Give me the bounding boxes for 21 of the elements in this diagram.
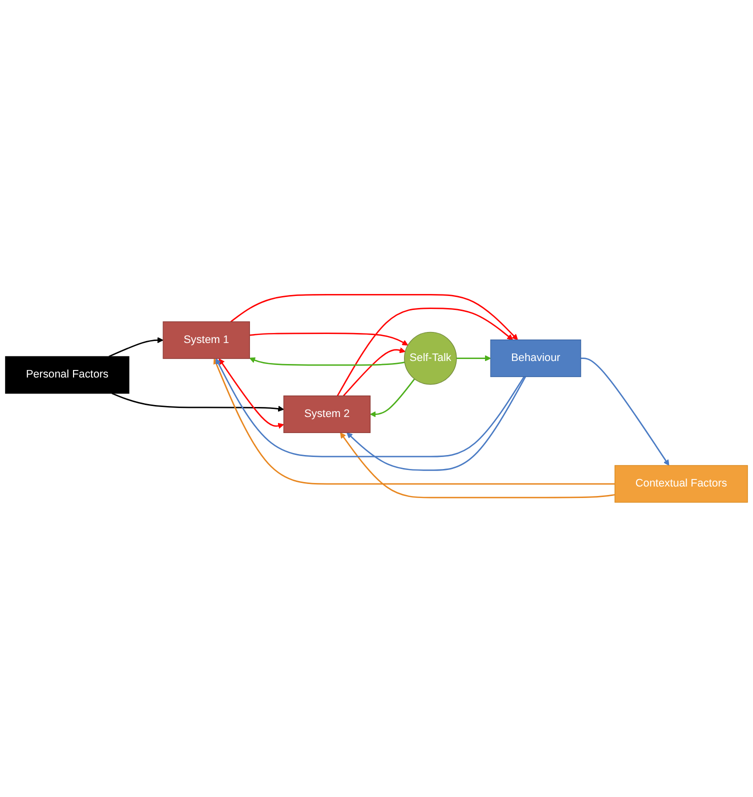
arrow — [213, 358, 615, 485]
arrow — [343, 347, 406, 396]
node-circle: Self-Talk — [404, 332, 457, 385]
arrow — [580, 358, 670, 466]
arrow — [249, 357, 405, 366]
arrow — [218, 358, 284, 429]
arrow — [336, 308, 514, 396]
arrow — [250, 332, 408, 346]
arrow — [346, 376, 526, 471]
node-box: Behaviour — [490, 340, 582, 378]
node-box: Personal Factors — [5, 356, 130, 394]
arrow — [112, 392, 284, 412]
arrow — [370, 378, 416, 418]
node-box: System 1 — [162, 321, 250, 359]
arrow — [340, 432, 616, 498]
arrow — [230, 294, 518, 340]
node-box: Contextual Factors — [614, 465, 748, 503]
arrow — [456, 355, 491, 362]
arrow — [108, 337, 164, 358]
arrow — [216, 358, 525, 458]
node-box: System 2 — [283, 395, 371, 434]
